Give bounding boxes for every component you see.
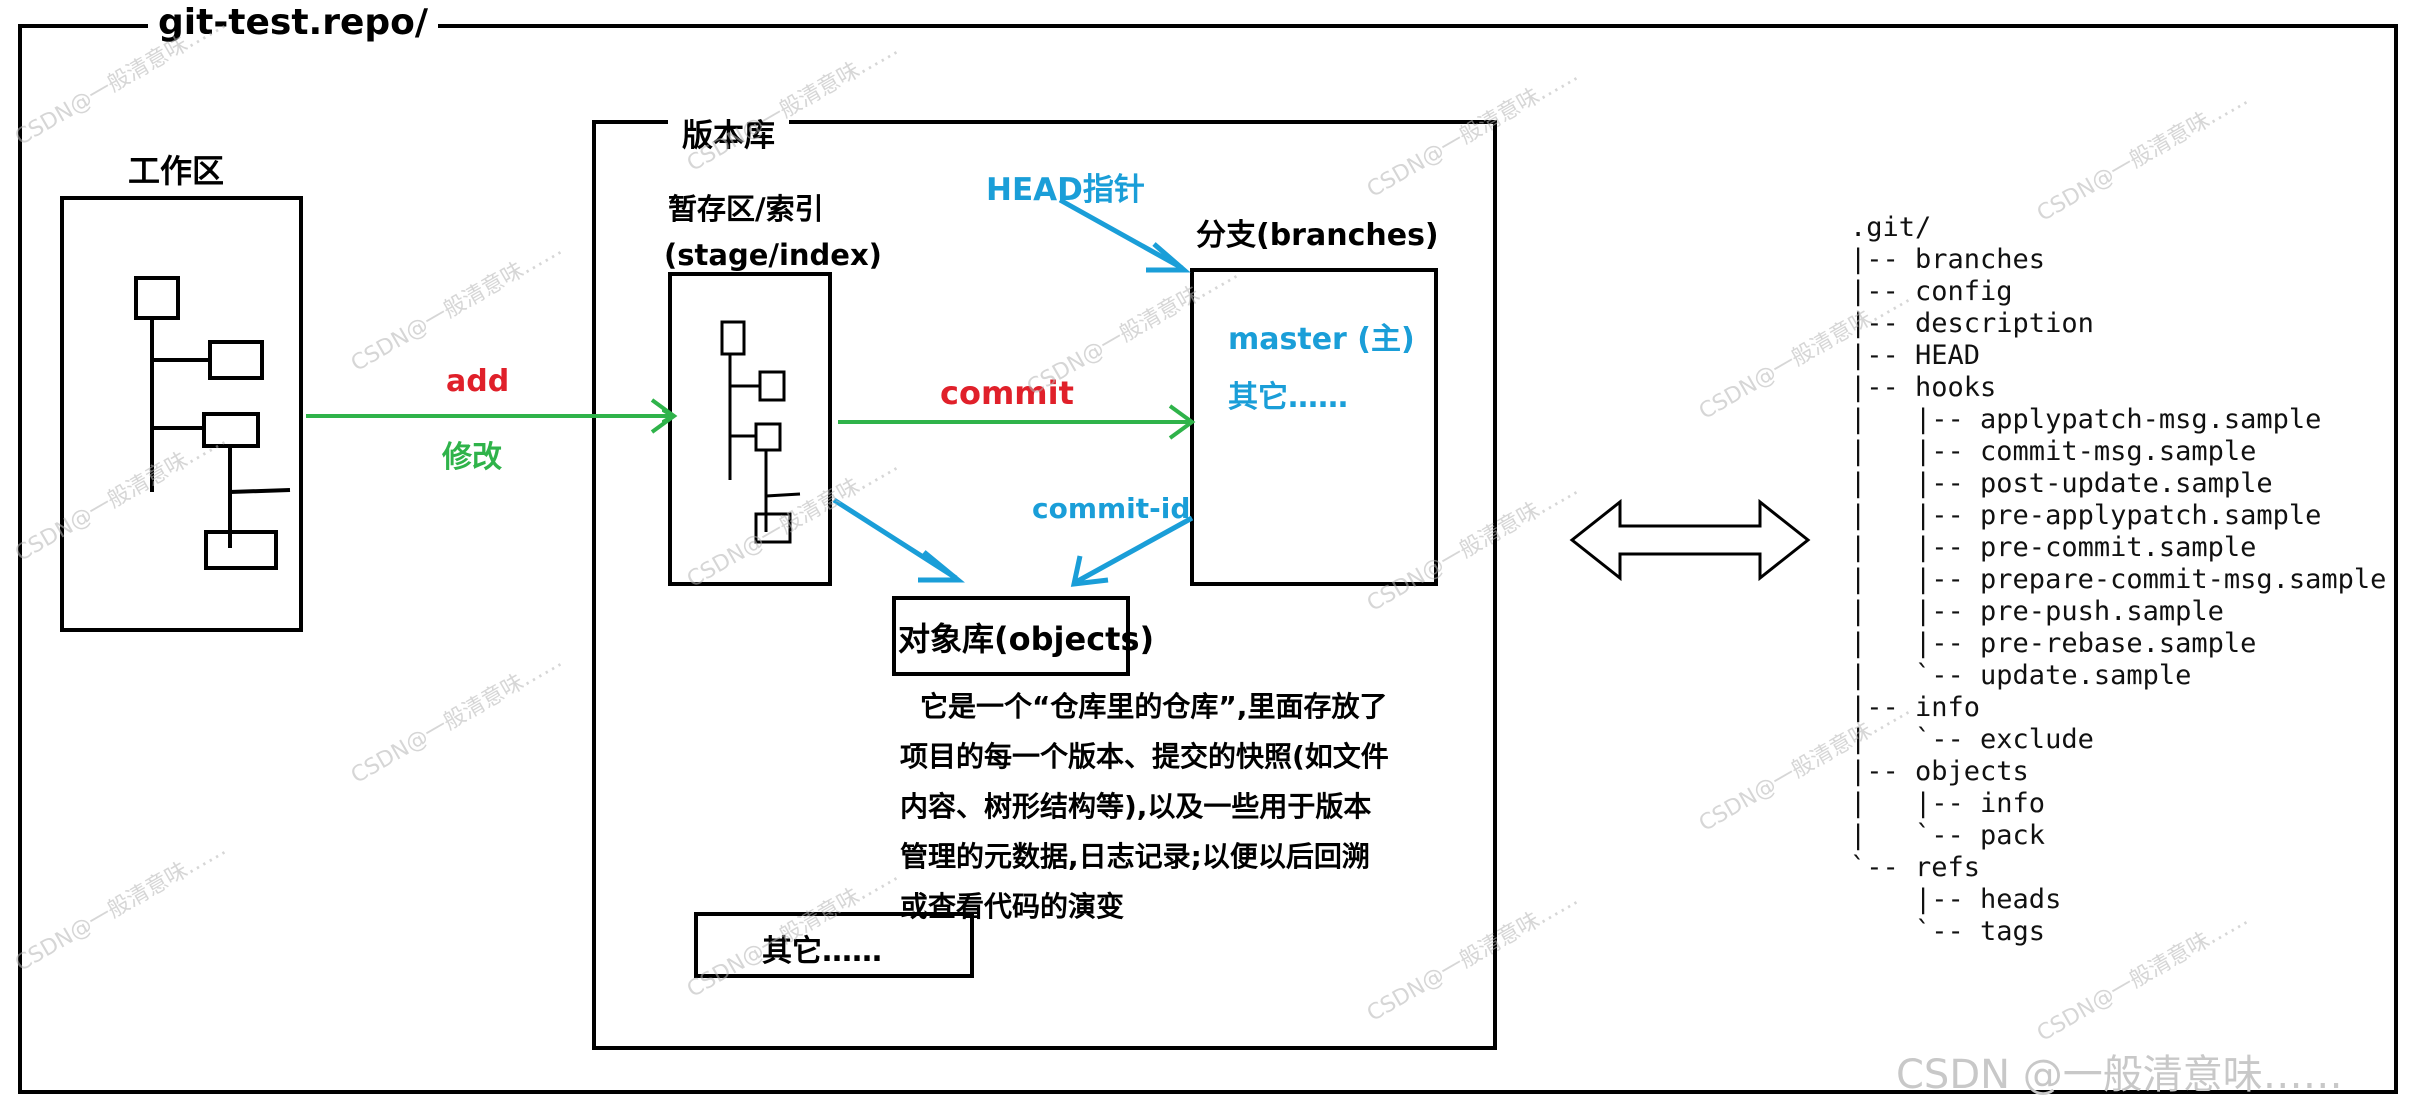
tree-line: | |-- info [1850, 788, 2046, 819]
double-headed-arrow-icon [1569, 498, 1811, 582]
other-box-label: 其它…… [762, 934, 882, 969]
branches-title: 分支(branches) [1196, 218, 1439, 253]
repository-frame [592, 120, 1497, 1050]
objects-description-line: 管理的元数据,日志记录;以便以后回溯 [900, 840, 1370, 873]
outer-frame [18, 24, 2398, 1094]
branch-others: 其它…… [1228, 380, 1348, 415]
commit-label: commit [940, 374, 1074, 412]
objects-description-line: 项目的每一个版本、提交的快照(如文件 [900, 740, 1389, 773]
tree-line: | `-- exclude [1850, 724, 2094, 755]
staging-title-line2: (stage/index) [664, 238, 882, 272]
staging-tree-icon [720, 320, 801, 544]
workspace-tree-icon [134, 276, 291, 570]
tree-line: | |-- applypatch-msg.sample [1850, 404, 2322, 435]
add-label: add [446, 364, 510, 399]
tree-line: | |-- commit-msg.sample [1850, 436, 2257, 467]
staging-box [668, 272, 832, 586]
objects-box [892, 596, 1130, 676]
tree-line: |-- objects [1850, 756, 2029, 787]
tree-line: | |-- pre-applypatch.sample [1850, 500, 2322, 531]
objects-description-line: 它是一个“仓库里的仓库”,里面存放了 [920, 690, 1388, 723]
tree-line: | |-- pre-rebase.sample [1850, 628, 2257, 659]
modify-label: 修改 [442, 440, 502, 475]
workspace-box [60, 196, 303, 632]
objects-description-line: 或查看代码的演变 [900, 890, 1125, 923]
tree-line: | |-- pre-commit.sample [1850, 532, 2257, 563]
tree-line: |-- hooks [1850, 372, 1997, 403]
tree-line: `-- refs [1850, 852, 1981, 883]
tree-line: | `-- pack [1850, 820, 2046, 851]
tree-line: |-- HEAD [1850, 340, 1981, 371]
other-box [694, 912, 974, 978]
tree-line: .git/ [1850, 212, 1932, 243]
repository-title: 版本库 [668, 110, 789, 155]
tree-line: |-- branches [1850, 244, 2046, 275]
tree-line: | |-- post-update.sample [1850, 468, 2273, 499]
tree-line: | |-- pre-push.sample [1850, 596, 2224, 627]
repo-label: git-test.repo/ [148, 2, 439, 43]
branches-box [1190, 268, 1438, 586]
commit-id-label: commit-id [1032, 492, 1191, 525]
csdn-watermark: CSDN @一般清意味…… [1896, 1052, 2343, 1098]
tree-line: | `-- update.sample [1850, 660, 2192, 691]
staging-title-line1: 暂存区/索引 [668, 192, 824, 226]
branch-master: master (主) [1228, 322, 1415, 357]
git-directory-tree: .git/|-- branches|-- config|-- descripti… [1850, 212, 2386, 948]
objects-description-line: 内容、树形结构等),以及一些用于版本 [900, 790, 1372, 823]
objects-title: 对象库(objects) [898, 620, 1155, 658]
tree-line: | |-- prepare-commit-msg.sample [1850, 564, 2387, 595]
objects-description: 它是一个“仓库里的仓库”,里面存放了 项目的每一个版本、提交的快照(如文件 内容… [900, 682, 1460, 932]
tree-line: `-- tags [1850, 916, 2046, 947]
commit-id-arrow [1074, 515, 1194, 585]
head-arrow [1058, 197, 1184, 271]
tree-line: |-- description [1850, 308, 2094, 339]
tree-line: |-- heads [1850, 884, 2062, 915]
workspace-title: 工作区 [128, 152, 225, 190]
staging-to-objects-arrow [832, 497, 958, 581]
tree-line: |-- info [1850, 692, 1981, 723]
tree-line: |-- config [1850, 276, 2013, 307]
